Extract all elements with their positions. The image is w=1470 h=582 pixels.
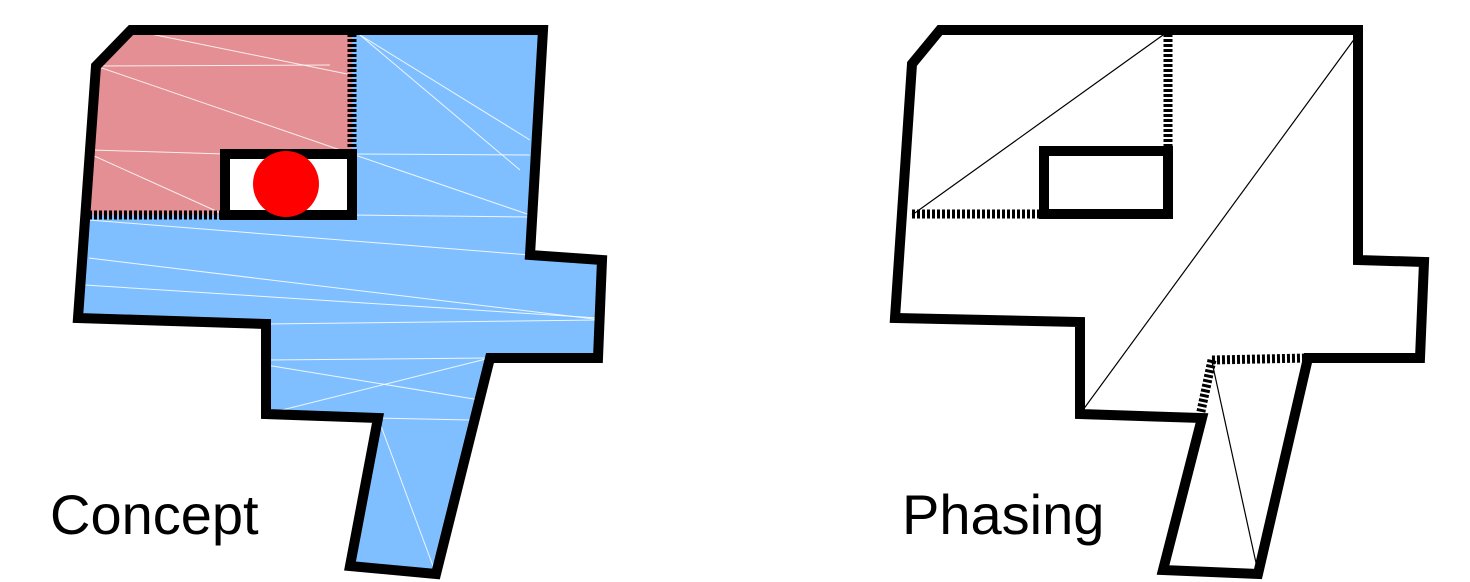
phasing-boundary-lower-diagonal: [1195, 359, 1217, 417]
phasing-label: Phasing: [902, 483, 1104, 546]
phasing-panel: Phasing: [889, 25, 1430, 580]
concept-triangulation: [84, 29, 603, 575]
phasing-boundary-lower-horizontal: [1211, 353, 1309, 365]
phasing-outline: [889, 25, 1430, 580]
concept-panel: Concept: [50, 25, 608, 580]
concept-label: Concept: [50, 483, 259, 546]
phasing-split-lines: [911, 29, 1359, 573]
concept-region-pink: [89, 30, 352, 215]
concept-outline: [72, 25, 608, 580]
phasing-courtyard: [1039, 146, 1173, 219]
red-circle-marker-icon: [253, 151, 319, 217]
